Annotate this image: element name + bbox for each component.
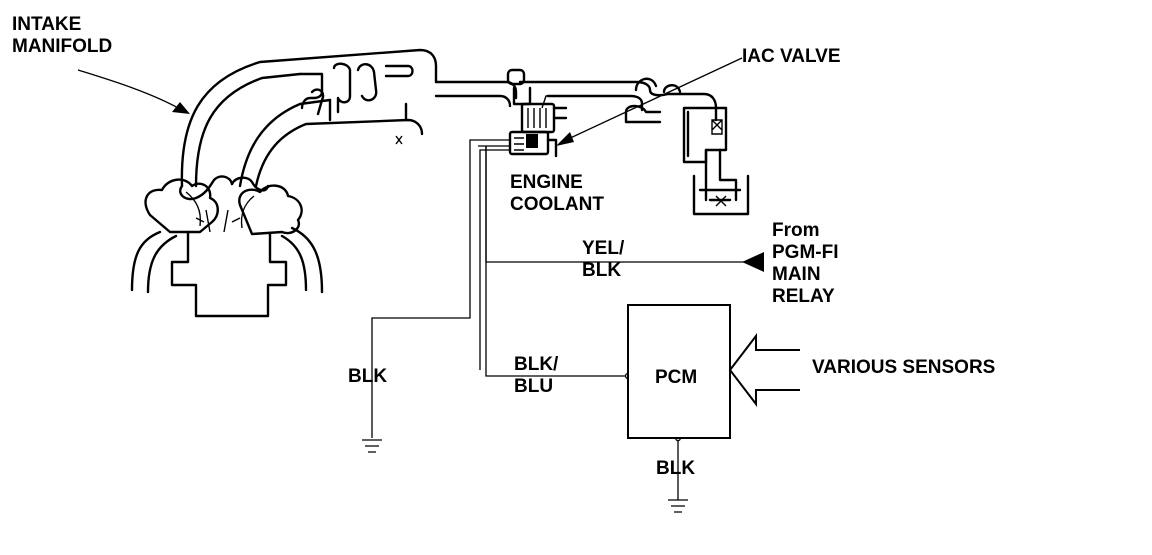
engine-coolant-label: ENGINE COOLANT bbox=[510, 172, 604, 215]
air-hose bbox=[434, 77, 718, 124]
yel-blk-wire-label: YEL/ BLK bbox=[582, 238, 630, 281]
air-cleaner bbox=[682, 106, 750, 216]
engine-block bbox=[130, 178, 324, 318]
pgm-fi-main-relay-label: From PGM-FI MAIN RELAY bbox=[772, 220, 844, 307]
relay-arrowhead-icon bbox=[742, 252, 764, 272]
ground-symbol-pcm-icon bbox=[668, 499, 688, 513]
ground-symbol-left-icon bbox=[362, 439, 382, 453]
iac-valve-leader-arrow-icon bbox=[556, 57, 743, 146]
blk-blu-wire-label: BLK/ BLU bbox=[514, 354, 564, 397]
pcm-box bbox=[627, 304, 731, 439]
iac-valve-label: IAC VALVE bbox=[742, 46, 841, 67]
intake-manifold bbox=[179, 48, 438, 201]
pcm-label: PCM bbox=[655, 367, 697, 388]
iac-valve bbox=[506, 68, 568, 158]
intake-manifold-label: INTAKE MANIFOLD bbox=[12, 14, 112, 57]
various-sensors-label: VARIOUS SENSORS bbox=[812, 357, 995, 378]
blk-pcm-ground-wire-label: BLK bbox=[656, 458, 695, 479]
sensors-input-arrow-icon bbox=[728, 333, 800, 407]
blk-ground-wire-label: BLK bbox=[348, 366, 387, 387]
intake-manifold-leader-arrow-icon bbox=[77, 69, 190, 114]
